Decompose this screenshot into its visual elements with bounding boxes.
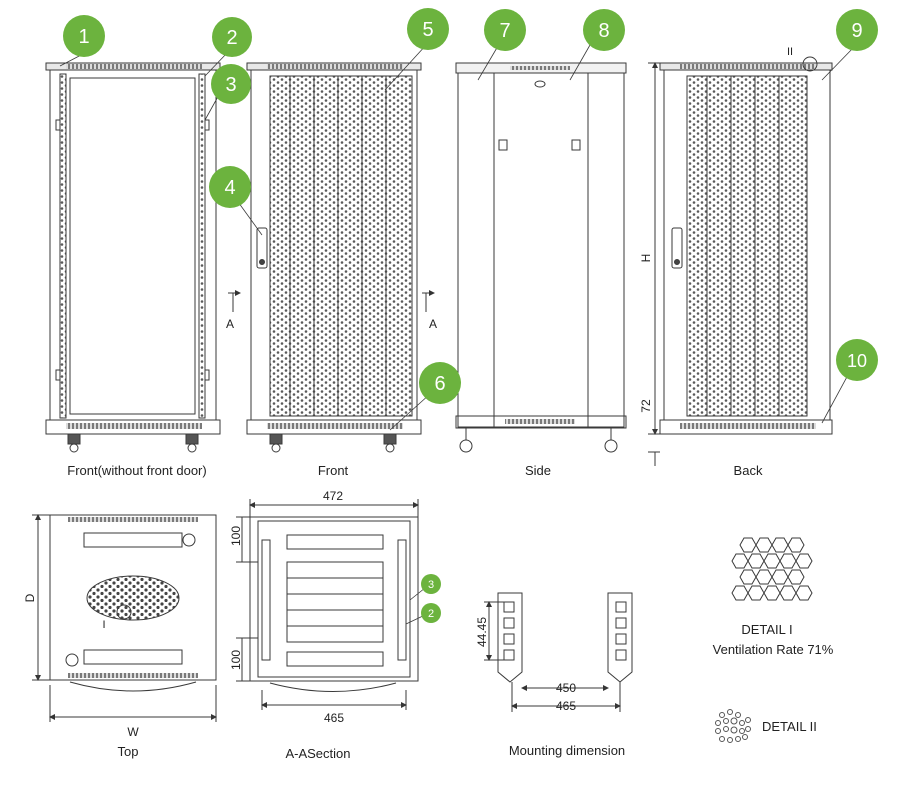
svg-text:6: 6 [434, 373, 445, 395]
section-mark-left: A [226, 317, 234, 331]
svg-text:5: 5 [422, 19, 433, 41]
detail-ii-marker: II [787, 46, 793, 58]
svg-text:2: 2 [226, 27, 237, 49]
side-view [455, 62, 627, 453]
callout-8: 8 [583, 9, 625, 51]
dim-section-top: 100 [229, 526, 243, 546]
caster-height-mark: 72 [639, 399, 653, 413]
mounting-dimension-view [484, 592, 633, 712]
label-mounting: Mounting dimension [509, 743, 625, 758]
dim-mount-outer: 465 [556, 699, 576, 713]
callout-1: 1 [63, 15, 105, 57]
dim-section-rail: 465 [324, 711, 344, 725]
detail-i-marker: I [102, 619, 105, 631]
callout-2: 2 [212, 17, 252, 57]
svg-text:10: 10 [847, 351, 867, 371]
svg-text:1: 1 [78, 26, 89, 48]
dim-section-bottom: 100 [229, 650, 243, 670]
svg-text:2: 2 [428, 608, 434, 620]
svg-text:3: 3 [428, 579, 434, 591]
depth-mark: D [23, 593, 37, 602]
dim-mount-pitch: 44.45 [475, 617, 489, 647]
callout-10: 10 [836, 339, 878, 381]
svg-text:4: 4 [224, 177, 235, 199]
label-section: A-ASection [285, 746, 350, 761]
section-mark-right: A [429, 317, 437, 331]
front-view [228, 62, 435, 453]
callout-3: 3 [211, 64, 251, 104]
callout-5: 5 [407, 8, 449, 50]
width-mark: W [127, 725, 139, 739]
detail-ii-title: DETAIL II [762, 719, 817, 734]
detail-ii-holes [715, 709, 751, 743]
height-mark: H [639, 254, 653, 263]
callout-6: 6 [419, 362, 461, 404]
detail-i-title: DETAIL I [741, 622, 792, 637]
svg-text:7: 7 [499, 20, 510, 42]
section-view [236, 499, 419, 710]
svg-text:8: 8 [598, 20, 609, 42]
label-back: Back [734, 463, 763, 478]
detail-i-caption: Ventilation Rate 71% [713, 642, 834, 657]
svg-text:9: 9 [851, 20, 862, 42]
top-view [32, 514, 217, 722]
dim-mount-inner: 450 [556, 681, 576, 695]
label-top: Top [118, 744, 139, 759]
detail-i-hexagons [731, 537, 813, 601]
label-side: Side [525, 463, 551, 478]
label-front: Front [318, 463, 349, 478]
dim-section-width: 472 [323, 489, 343, 503]
callout-9: 9 [836, 9, 878, 51]
callout-4: 4 [209, 166, 251, 208]
callout-small-3: 3 [421, 574, 441, 594]
back-view [648, 56, 833, 466]
callout-small-2: 2 [421, 603, 441, 623]
label-front-without-door: Front(without front door) [67, 463, 206, 478]
callout-7: 7 [484, 9, 526, 51]
front-without-door-view [45, 62, 221, 453]
svg-text:3: 3 [225, 74, 236, 96]
